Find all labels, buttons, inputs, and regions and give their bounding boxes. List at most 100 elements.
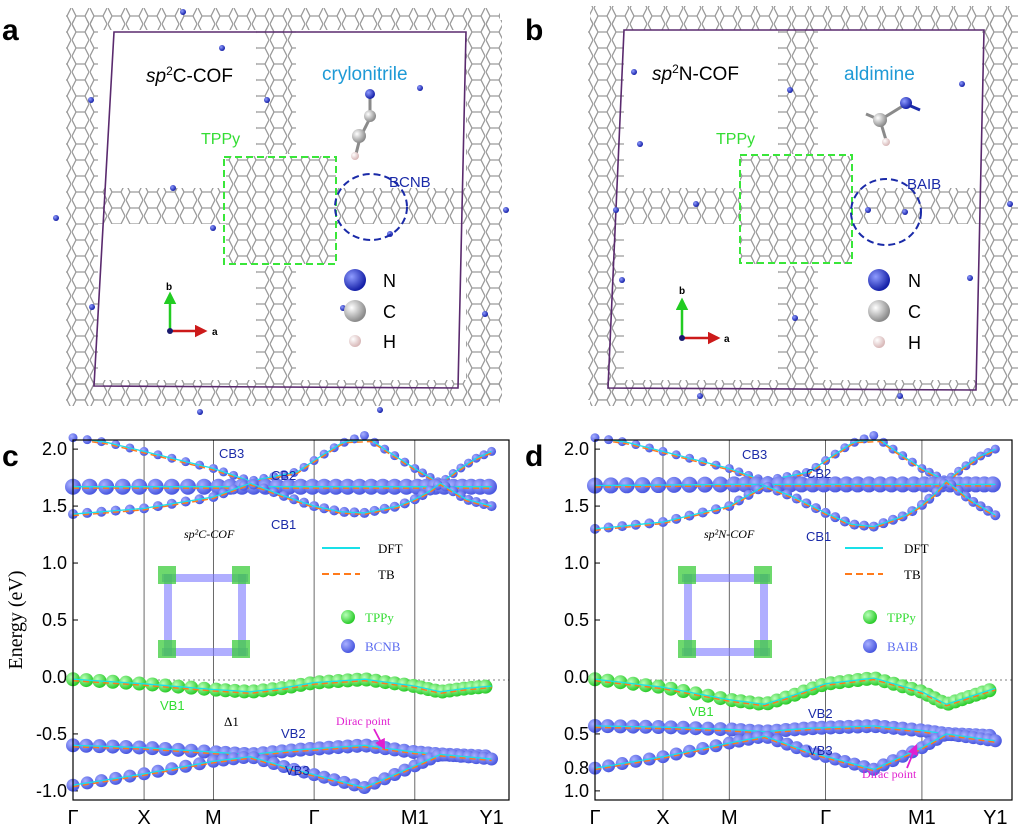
y-tick-label: 1.0 xyxy=(564,781,589,801)
legend-tb: TB xyxy=(904,567,921,582)
band-label-vb2: VB2 xyxy=(808,706,833,721)
y-tick-label: -1.0 xyxy=(36,781,67,801)
band-label-vb2: VB2 xyxy=(281,726,306,741)
bands xyxy=(65,430,499,794)
dirac-label: Dirac point xyxy=(862,767,917,781)
band-label-cb3: CB3 xyxy=(219,446,244,461)
legend-n: N xyxy=(908,271,921,291)
y-tick-label: 1.5 xyxy=(42,496,67,516)
tb-line xyxy=(72,679,492,695)
core-box xyxy=(739,154,853,264)
y-tick-label: 2.0 xyxy=(564,439,589,459)
lattice-structure xyxy=(588,6,1018,406)
core-label: TPPy xyxy=(716,131,755,148)
band-label-cb1: CB1 xyxy=(806,529,831,544)
dft-line xyxy=(594,480,996,530)
dft-line xyxy=(594,733,996,770)
y-tick-label: 1.0 xyxy=(42,553,67,573)
band-cb3 xyxy=(590,430,1000,485)
x-tick-label: M xyxy=(205,807,222,829)
legend-link: BCNB xyxy=(365,639,401,654)
legend-dft: DFT xyxy=(378,541,403,556)
axis-b-label: b xyxy=(166,282,172,293)
band-labels: CB3 CB2 CB1 VB1 VB2 VB3 xyxy=(689,447,833,758)
unit-cell-frame xyxy=(607,29,985,391)
legend-link: BAIB xyxy=(887,639,918,654)
x-tick-label: X xyxy=(656,807,669,829)
y-tick-label: 1.5 xyxy=(564,496,589,516)
x-tick-label: Y1 xyxy=(479,807,503,829)
legend-c: C xyxy=(383,302,396,322)
band-cb3 xyxy=(68,430,497,487)
band-point xyxy=(869,430,879,440)
y-tick-label: 0.0 xyxy=(42,667,67,687)
y-tick-label: 0.5 xyxy=(42,610,67,630)
dirac-arrow xyxy=(906,744,918,769)
band-vb1 xyxy=(588,671,997,711)
band-label-cb3: CB3 xyxy=(742,447,767,462)
x-tick-label: Γ xyxy=(589,807,600,829)
dft-line xyxy=(594,677,996,705)
legend-h: H xyxy=(908,333,921,353)
inset-wavefunction: sp²C-COF xyxy=(158,527,250,658)
axis-a-label: a xyxy=(212,327,218,338)
y-tick-labels: 2.01.51.00.50.00.50.81.0 xyxy=(564,439,600,801)
dirac-arrow xyxy=(373,728,386,750)
link-label: BAIB xyxy=(907,176,941,193)
band-label-cb2: CB2 xyxy=(271,468,296,483)
delta-label: Δ1 xyxy=(224,714,239,729)
band-cb1 xyxy=(590,478,1001,534)
legend-tb: TB xyxy=(378,567,395,582)
core-label: TPPy xyxy=(201,131,240,148)
molecule-label: aldimine xyxy=(844,64,915,85)
link-circle xyxy=(334,173,408,241)
atom-legend: N C H xyxy=(868,269,921,353)
band-vb3 xyxy=(66,748,499,794)
x-tick-label: M1 xyxy=(401,807,429,829)
panel-b-letter: b xyxy=(525,14,543,47)
band-point xyxy=(988,734,1002,748)
panel-c-letter: c xyxy=(2,440,19,473)
molecule-label: crylonitrile xyxy=(322,64,408,85)
chart-legend: DFT TB TPPy BCNB xyxy=(322,541,403,654)
chart-legend: DFT TB TPPy BAIB xyxy=(845,541,929,654)
structure-title: sp2N-COF xyxy=(652,62,739,85)
link-circle xyxy=(850,178,922,246)
dft-line xyxy=(72,482,492,515)
tb-line xyxy=(72,755,492,790)
y-tick-label: -0.5 xyxy=(36,724,67,744)
unit-cell-frame xyxy=(93,31,467,389)
aldimine-molecule xyxy=(865,97,921,146)
structure-title: sp2C-COF xyxy=(146,64,233,87)
tb-line xyxy=(612,440,996,484)
legend-c: C xyxy=(908,302,921,322)
axis-a-label: a xyxy=(724,334,730,345)
dft-line xyxy=(72,678,492,693)
x-tick-label: M xyxy=(721,807,738,829)
band-label-vb1: VB1 xyxy=(689,704,714,719)
tb-line xyxy=(72,483,492,517)
tb-line xyxy=(72,746,492,759)
y-tick-label: 1.0 xyxy=(564,553,589,573)
y-axis-title: Energy (eV) xyxy=(5,570,27,669)
panel-a-letter: a xyxy=(2,14,19,47)
x-tick-label: Γ xyxy=(67,807,78,829)
x-tick-label: Γ xyxy=(820,807,831,829)
band-labels: CB3 CB2 CB1 VB1 VB2 VB3 xyxy=(160,446,310,778)
tb-line xyxy=(594,678,996,707)
dft-line xyxy=(72,753,492,789)
band-cb1 xyxy=(68,479,497,520)
x-tick-label: Γ xyxy=(309,807,320,829)
tb-line xyxy=(594,481,996,532)
legend-core: TPPy xyxy=(887,610,916,625)
legend-h: H xyxy=(383,332,396,352)
tb-line xyxy=(594,734,996,772)
axis-indicator: b a xyxy=(163,282,218,338)
x-tick-label: M1 xyxy=(908,807,936,829)
k-point-lines xyxy=(662,440,923,800)
axis-b-label: b xyxy=(679,286,685,297)
